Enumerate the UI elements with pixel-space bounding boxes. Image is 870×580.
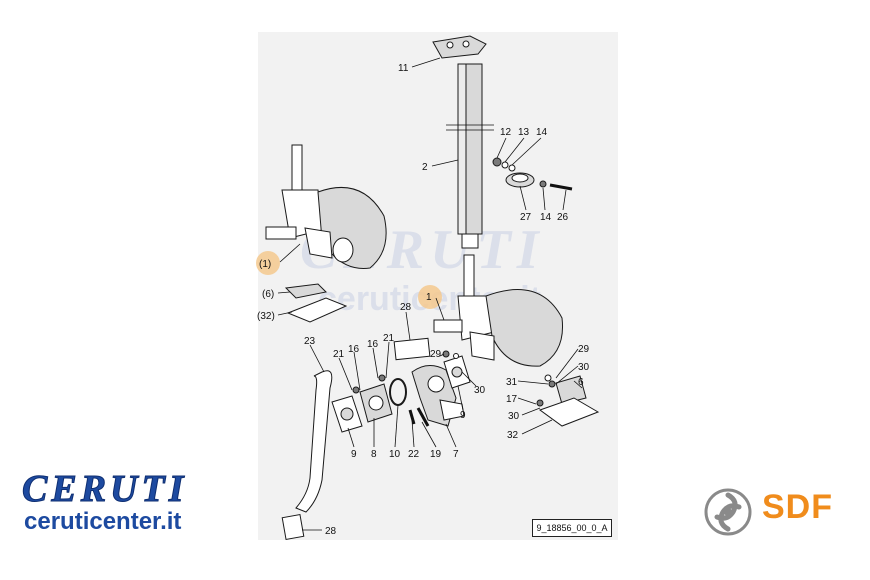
part-32-plate <box>536 397 600 427</box>
part-22-19-bolts <box>408 407 430 427</box>
label-part-29-left: 29 <box>430 349 442 360</box>
part-9-gasket-left <box>331 395 363 433</box>
leader-lines <box>277 57 583 531</box>
sdf-swirl-icon <box>704 488 752 536</box>
sdf-wordmark: SDF <box>762 488 833 526</box>
part-11-bracket <box>432 35 487 59</box>
label-part-29-right: 29 <box>578 344 590 355</box>
highlight-callout-ref1 <box>256 251 280 275</box>
label-part-19: 19 <box>430 449 442 460</box>
label-part-21-right: 21 <box>383 333 395 344</box>
part-6-bracket <box>544 374 587 405</box>
label-ref-32: (32) <box>257 311 275 322</box>
label-part-16-left: 16 <box>348 344 360 355</box>
part-23-hose <box>281 370 333 540</box>
label-part-12: 12 <box>500 127 512 138</box>
label-part-8: 8 <box>371 449 377 460</box>
part-8-flange <box>352 374 393 423</box>
label-ref-1: (1) <box>259 259 271 270</box>
label-part-32: 32 <box>507 430 519 441</box>
label-part-9-left: 9 <box>351 449 357 460</box>
ceruti-url: ceruticenter.it <box>24 508 182 535</box>
label-part-13: 13 <box>518 127 530 138</box>
label-part-27: 27 <box>520 212 532 223</box>
part-1-booster-upper <box>265 144 387 269</box>
part-ref32-plate <box>286 297 348 323</box>
label-part-16-right: 16 <box>367 339 379 350</box>
label-part-22: 22 <box>408 449 420 460</box>
part-2-column-tube <box>446 63 494 249</box>
part-1-booster-lower <box>433 254 564 367</box>
part-7-housing <box>411 365 465 427</box>
label-part-30-right: 30 <box>578 362 590 373</box>
label-part-28-top: 28 <box>400 302 412 313</box>
highlight-callout-1 <box>418 285 442 309</box>
label-ref-6: (6) <box>262 289 274 300</box>
label-part-1: 1 <box>426 292 432 303</box>
label-part-7: 7 <box>453 449 459 460</box>
label-part-10: 10 <box>389 449 401 460</box>
label-part-31: 31 <box>506 377 518 388</box>
label-part-11: 11 <box>398 63 409 74</box>
label-part-14-top: 14 <box>536 127 548 138</box>
label-part-26: 26 <box>557 212 569 223</box>
ceruti-logo: CERUTI <box>21 468 188 510</box>
label-part-28-bottom: 28 <box>325 526 337 537</box>
part-ref6-bracket <box>284 283 328 299</box>
drawing-code-box: 9_18856_00_0_A <box>532 519 612 537</box>
label-part-2: 2 <box>422 162 428 173</box>
part-fasteners-upper <box>492 157 573 191</box>
part-9-gasket-right <box>442 350 471 389</box>
label-part-14-bottom: 14 <box>540 212 552 223</box>
label-part-30-bottom: 30 <box>508 411 520 422</box>
label-part-17: 17 <box>506 394 518 405</box>
label-part-9-right: 9 <box>460 410 466 421</box>
label-part-23: 23 <box>304 336 316 347</box>
part-10-oring <box>389 378 407 406</box>
label-part-21-left: 21 <box>333 349 345 360</box>
part-28-pipe <box>393 337 431 361</box>
label-part-6: 6 <box>578 377 584 388</box>
label-part-30-mid: 30 <box>474 385 486 396</box>
